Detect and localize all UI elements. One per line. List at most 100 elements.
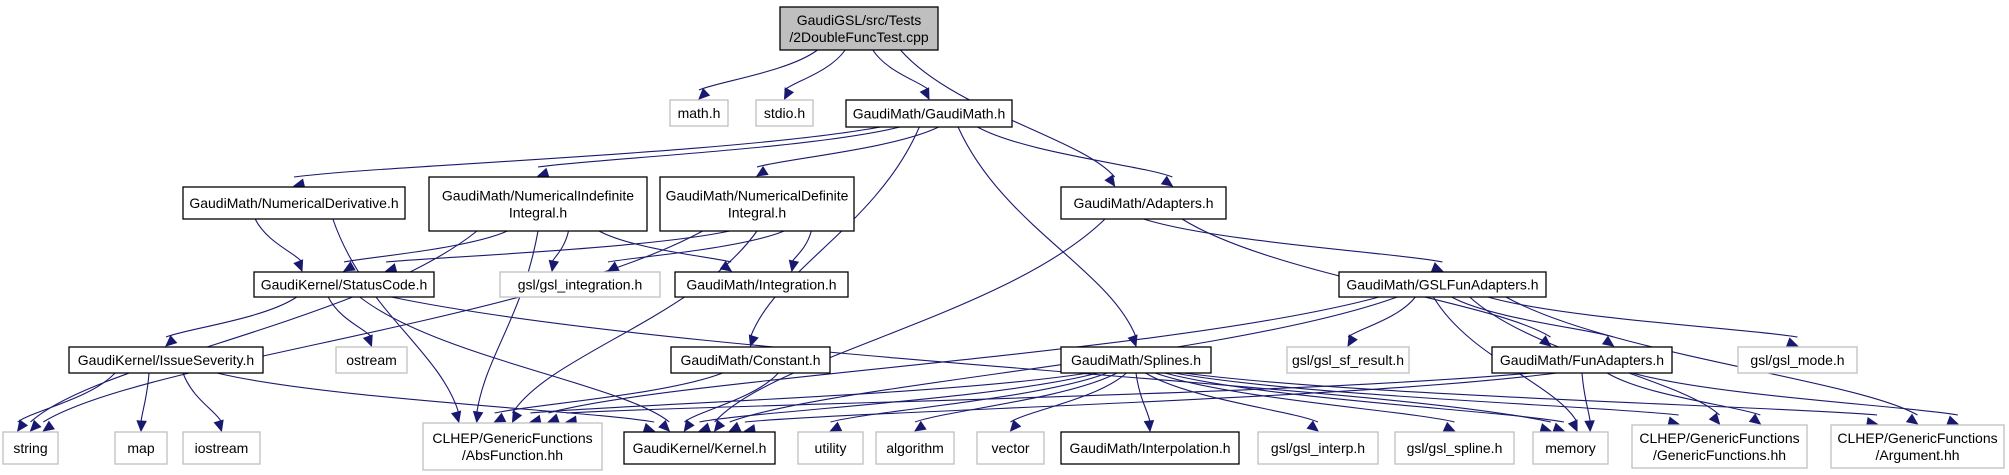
edge-funadapters_h-to-genericfunctions_hh xyxy=(1606,372,1762,425)
node-box xyxy=(755,99,814,127)
edge-line xyxy=(293,126,881,178)
edge-line xyxy=(607,230,785,263)
arrowhead-icon xyxy=(1601,335,1615,347)
edge-issueseverity_h-to-string xyxy=(16,372,116,432)
node-gaudimath-h[interactable]: GaudiMath/GaudiMath.h xyxy=(845,99,1013,128)
node-box xyxy=(1532,431,1609,465)
edge-line xyxy=(1145,372,1319,423)
edge-line xyxy=(254,218,303,263)
edge-statuscode_h-to-kernel_h xyxy=(359,296,671,432)
edge-line xyxy=(566,372,1532,414)
edge-funadapters_h-to-memory xyxy=(1581,372,1595,433)
node-box xyxy=(623,431,776,465)
node-box xyxy=(1830,424,2005,469)
node-label: /AbsFunction.hh xyxy=(462,447,563,463)
node-label: GaudiMath/Constant.h xyxy=(680,352,820,368)
arrowhead-icon xyxy=(658,419,671,432)
node-box xyxy=(1338,271,1547,298)
edge-numdef_h-to-integration_h xyxy=(788,230,812,273)
arrowhead-icon xyxy=(213,419,224,433)
node-box xyxy=(335,346,408,374)
node-stdio-h: stdio.h xyxy=(755,99,814,127)
edge-gslfunadapters_h-to-gsl_mode_h xyxy=(1487,296,1799,348)
edge-line xyxy=(699,372,1098,423)
arrowhead-icon xyxy=(698,87,711,100)
node-statuscode-h[interactable]: GaudiKernel/StatusCode.h xyxy=(253,271,435,298)
edge-line xyxy=(598,230,732,263)
node-box xyxy=(797,431,864,465)
node-constant-h[interactable]: GaudiMath/Constant.h xyxy=(670,346,831,374)
edge-line xyxy=(327,296,372,338)
node-label: GaudiKernel/IssueSeverity.h xyxy=(78,352,254,368)
node-adapters-h[interactable]: GaudiMath/Adapters.h xyxy=(1060,186,1227,220)
arrowhead-icon xyxy=(788,259,800,273)
edge-root-to-math_h xyxy=(698,49,818,100)
node-issueseverity-h[interactable]: GaudiKernel/IssueSeverity.h xyxy=(68,346,264,374)
arrowhead-icon xyxy=(1584,420,1595,433)
node-label: Integral.h xyxy=(728,205,786,221)
node-label: GaudiKernel/Kernel.h xyxy=(633,440,767,456)
node-kernel-h[interactable]: GaudiKernel/Kernel.h xyxy=(623,431,776,465)
node-box xyxy=(1394,431,1515,465)
edge-adapters_h-to-kernel_h xyxy=(713,218,1106,432)
edges-layer xyxy=(16,49,1960,435)
node-label: math.h xyxy=(678,105,721,121)
arrowhead-icon xyxy=(1347,334,1358,348)
node-root[interactable]: GaudiGSL/src/Tests/2DoubleFuncTest.cpp xyxy=(779,6,939,51)
node-label: GaudiMath/Integration.h xyxy=(686,277,836,293)
edge-line xyxy=(182,372,222,423)
edge-numdef_h-to-absfunction_hh xyxy=(511,230,758,424)
arrowhead-icon xyxy=(606,261,620,272)
edge-line xyxy=(332,218,460,414)
edge-numindef_h-to-gsl_integration_h xyxy=(548,230,570,273)
edge-numindef_h-to-absfunction_hh xyxy=(472,230,539,424)
edge-line xyxy=(1487,296,1798,338)
node-gslfunadapters-h[interactable]: GaudiMath/GSLFunAdapters.h xyxy=(1338,271,1547,298)
arrowhead-icon xyxy=(755,165,769,177)
arrowhead-icon xyxy=(165,335,178,347)
edge-line xyxy=(749,126,920,338)
node-label: Integral.h xyxy=(509,205,567,221)
node-box xyxy=(1257,431,1379,465)
arrowhead-icon xyxy=(536,167,550,178)
arrowhead-icon xyxy=(493,412,507,423)
node-algorithm: algorithm xyxy=(875,431,955,465)
edge-numderiv_h-to-statuscode_h xyxy=(254,218,304,273)
node-label: algorithm xyxy=(886,440,944,456)
edge-line xyxy=(900,49,1116,178)
edge-gslfunadapters_h-to-funadapters_h xyxy=(1451,296,1615,347)
arrowhead-icon xyxy=(293,259,304,273)
node-label: GaudiMath/Adapters.h xyxy=(1073,195,1213,211)
edge-numdef_h-to-string xyxy=(42,230,703,432)
node-splines-h[interactable]: GaudiMath/Splines.h xyxy=(1060,346,1212,374)
node-interpolation-h[interactable]: GaudiMath/Interpolation.h xyxy=(1060,431,1240,465)
edge-numindef_h-to-string xyxy=(29,230,478,432)
edge-line xyxy=(391,296,1551,423)
node-integration-h[interactable]: GaudiMath/Integration.h xyxy=(674,271,849,298)
node-box xyxy=(2,431,59,465)
arrowhead-icon xyxy=(16,419,29,432)
edge-line xyxy=(165,296,298,338)
edge-line xyxy=(1632,372,1958,416)
edge-constant_h-to-kernel_h xyxy=(683,372,779,433)
arrowhead-icon xyxy=(1708,412,1721,425)
edge-line xyxy=(1135,372,1151,423)
edge-splines_h-to-vector xyxy=(1009,372,1127,432)
edge-adapters_h-to-gslfunadapters_h xyxy=(1143,218,1444,272)
edge-gaudimath_h-to-numindef_h xyxy=(536,126,901,178)
arrowhead-icon xyxy=(1442,421,1456,432)
node-box xyxy=(182,186,406,220)
arrowhead-icon xyxy=(1905,413,1919,425)
node-funadapters-h[interactable]: GaudiMath/FunAdapters.h xyxy=(1491,346,1673,374)
node-box xyxy=(1286,346,1410,374)
node-box xyxy=(670,346,831,374)
node-numderiv-h[interactable]: GaudiMath/NumericalDerivative.h xyxy=(182,186,406,220)
edge-line xyxy=(1143,218,1443,263)
node-label: GaudiMath/NumericalIndefinite xyxy=(442,188,634,204)
edge-line xyxy=(548,296,1380,414)
edge-line xyxy=(830,372,1108,423)
edge-root-to-stdio_h xyxy=(783,49,846,101)
